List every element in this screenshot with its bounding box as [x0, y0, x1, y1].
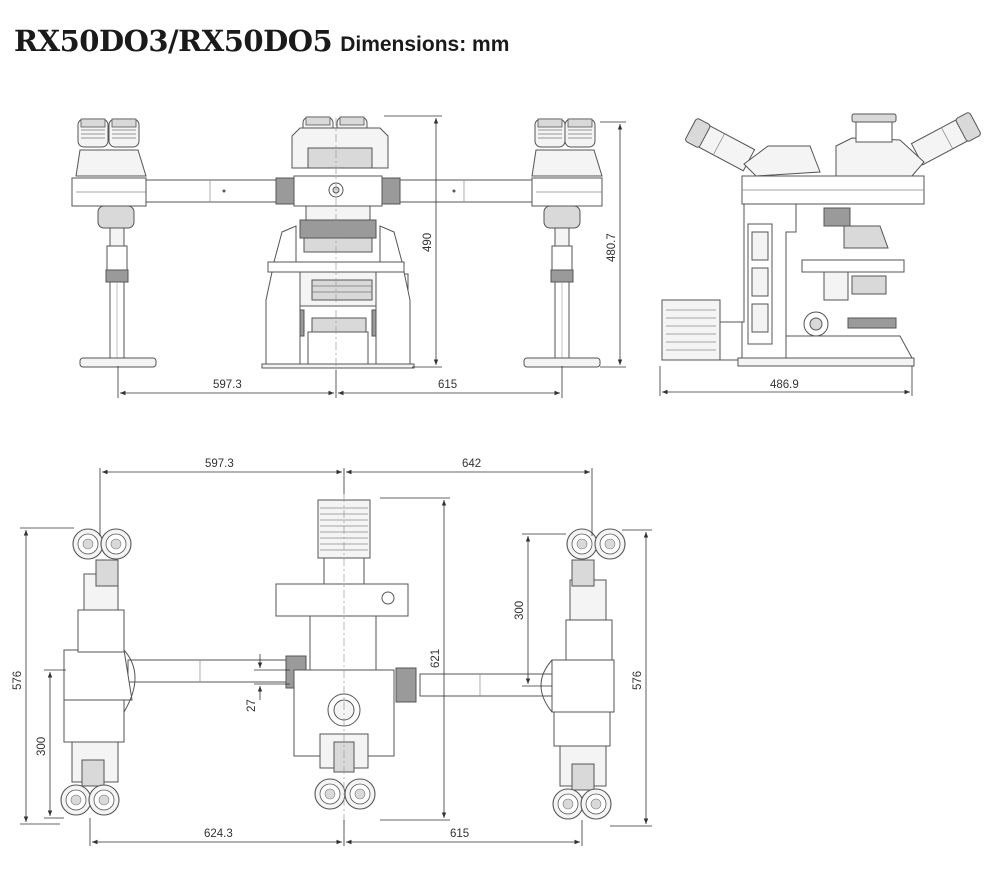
- right-observer-head: [531, 118, 603, 229]
- dim-top-left-width: 597.3: [205, 458, 234, 470]
- page-title: RX50DO3/RX50DO5 Dimensions: mm: [14, 24, 509, 56]
- dim-front-right-height: 480.7: [606, 233, 618, 262]
- dim-front-left-width: 597.3: [213, 379, 242, 391]
- dim-bottom-right-width: 615: [450, 828, 469, 840]
- units-label: Dimensions: mm: [340, 33, 510, 56]
- top-left-station: [60, 528, 136, 816]
- dim-right-outer-height: 576: [632, 671, 644, 690]
- side-left-tube: [685, 118, 821, 177]
- side-right-tube: [835, 112, 981, 177]
- dim-front-center-height: 490: [422, 233, 434, 252]
- left-support-pillar: [79, 227, 157, 368]
- center-microscope: [261, 116, 415, 369]
- dim-front-right-width: 615: [438, 379, 457, 391]
- right-support-pillar: [523, 227, 601, 368]
- dim-side-width: 486.9: [770, 379, 799, 391]
- dim-bottom-left-width: 624.3: [204, 828, 233, 840]
- model-name: RX50DO3/RX50DO5: [14, 24, 333, 58]
- dim-left-inner-height: 300: [36, 737, 48, 756]
- top-center-microscope: [275, 499, 409, 810]
- left-observer-head: [71, 118, 147, 229]
- front-left-arm: [145, 177, 295, 205]
- front-view: [71, 116, 603, 370]
- side-view-dimensions: [659, 366, 913, 396]
- top-view: [60, 494, 626, 826]
- dim-arm-offset: 27: [246, 699, 258, 712]
- top-view-dimensions: [20, 468, 652, 846]
- dim-top-right-width: 642: [462, 458, 481, 470]
- dim-center-height: 621: [430, 649, 442, 668]
- dim-left-outer-height: 576: [12, 671, 24, 690]
- side-view: [661, 112, 981, 367]
- front-view-dimensions: [117, 115, 626, 398]
- dim-right-inner-height: 300: [514, 601, 526, 620]
- front-right-arm: [381, 177, 537, 205]
- top-right-station: [540, 528, 626, 820]
